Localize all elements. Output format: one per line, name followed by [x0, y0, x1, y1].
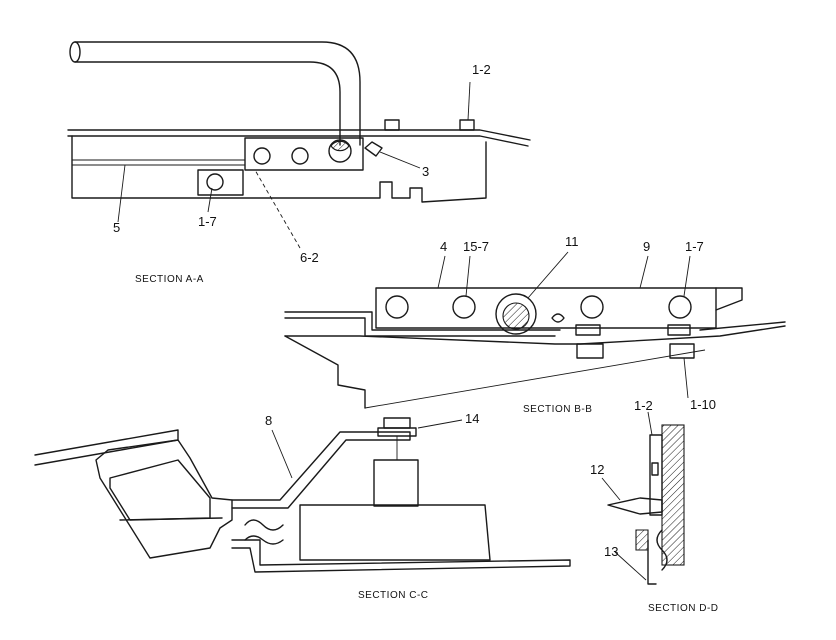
bottom-plate — [284, 325, 786, 345]
tube-section — [328, 139, 352, 163]
pedal-body — [95, 439, 233, 559]
label-9: 9 — [643, 239, 650, 254]
top-plate — [67, 129, 531, 141]
caption-section-c-c: SECTION C-C — [358, 590, 429, 601]
bracket-bar — [244, 137, 364, 171]
tube-lower-edge — [74, 61, 341, 146]
label-1-2: 1-2 — [472, 62, 491, 77]
frame-body — [71, 135, 487, 203]
label-13: 13 — [604, 544, 618, 559]
label-14: 14 — [465, 411, 479, 426]
label-5: 5 — [113, 220, 120, 235]
label-15-7: 15-7 — [463, 239, 489, 254]
bolt-head — [459, 119, 475, 131]
section-c-c: 8 14 SECTION C-C — [34, 411, 571, 601]
tube-section — [495, 293, 537, 335]
wall-section — [661, 424, 685, 566]
clip — [364, 141, 383, 157]
nut — [669, 343, 695, 359]
bolt-hole — [253, 147, 271, 165]
mount — [373, 459, 419, 507]
section-d-d: 1-2 12 13 SECTION D-D — [590, 398, 719, 614]
tube-upper-edge — [74, 41, 361, 146]
base-box — [299, 504, 491, 561]
label-1-7: 1-7 — [685, 239, 704, 254]
bolt-hole — [452, 295, 476, 319]
bolt-hole — [668, 295, 692, 319]
label-1-10: 1-10 — [690, 397, 716, 412]
bolt-head — [384, 119, 400, 131]
clip — [551, 313, 565, 323]
tube-end — [69, 41, 81, 63]
nut — [576, 343, 604, 359]
label-1-7: 1-7 — [198, 214, 217, 229]
label-12: 12 — [590, 462, 604, 477]
label-11: 11 — [565, 234, 579, 249]
bolt-hole — [291, 147, 309, 165]
label-3: 3 — [422, 164, 429, 179]
label-4: 4 — [440, 239, 447, 254]
bolt-hole — [206, 173, 224, 191]
clip — [244, 519, 284, 545]
caption-section-a-a: SECTION A-A — [135, 274, 204, 285]
plate — [649, 434, 663, 516]
sloped-plate — [34, 429, 179, 466]
pin — [607, 497, 663, 515]
label-6-2: 6-2 — [300, 250, 319, 265]
bolt-hole — [580, 295, 604, 319]
section-b-b: 4 15-7 11 9 1-7 1-10 SECTION B-B — [284, 234, 786, 415]
bolt-hole — [385, 295, 409, 319]
section-a-a: 1-2 3 5 1-7 6-2 SECTION A-A — [67, 41, 531, 285]
caption-section-d-d: SECTION D-D — [648, 603, 719, 614]
label-1-2: 1-2 — [634, 398, 653, 413]
label-8: 8 — [265, 413, 272, 428]
bracket-bar — [375, 287, 717, 329]
bracket — [231, 431, 411, 509]
caption-section-b-b: SECTION B-B — [523, 404, 592, 415]
